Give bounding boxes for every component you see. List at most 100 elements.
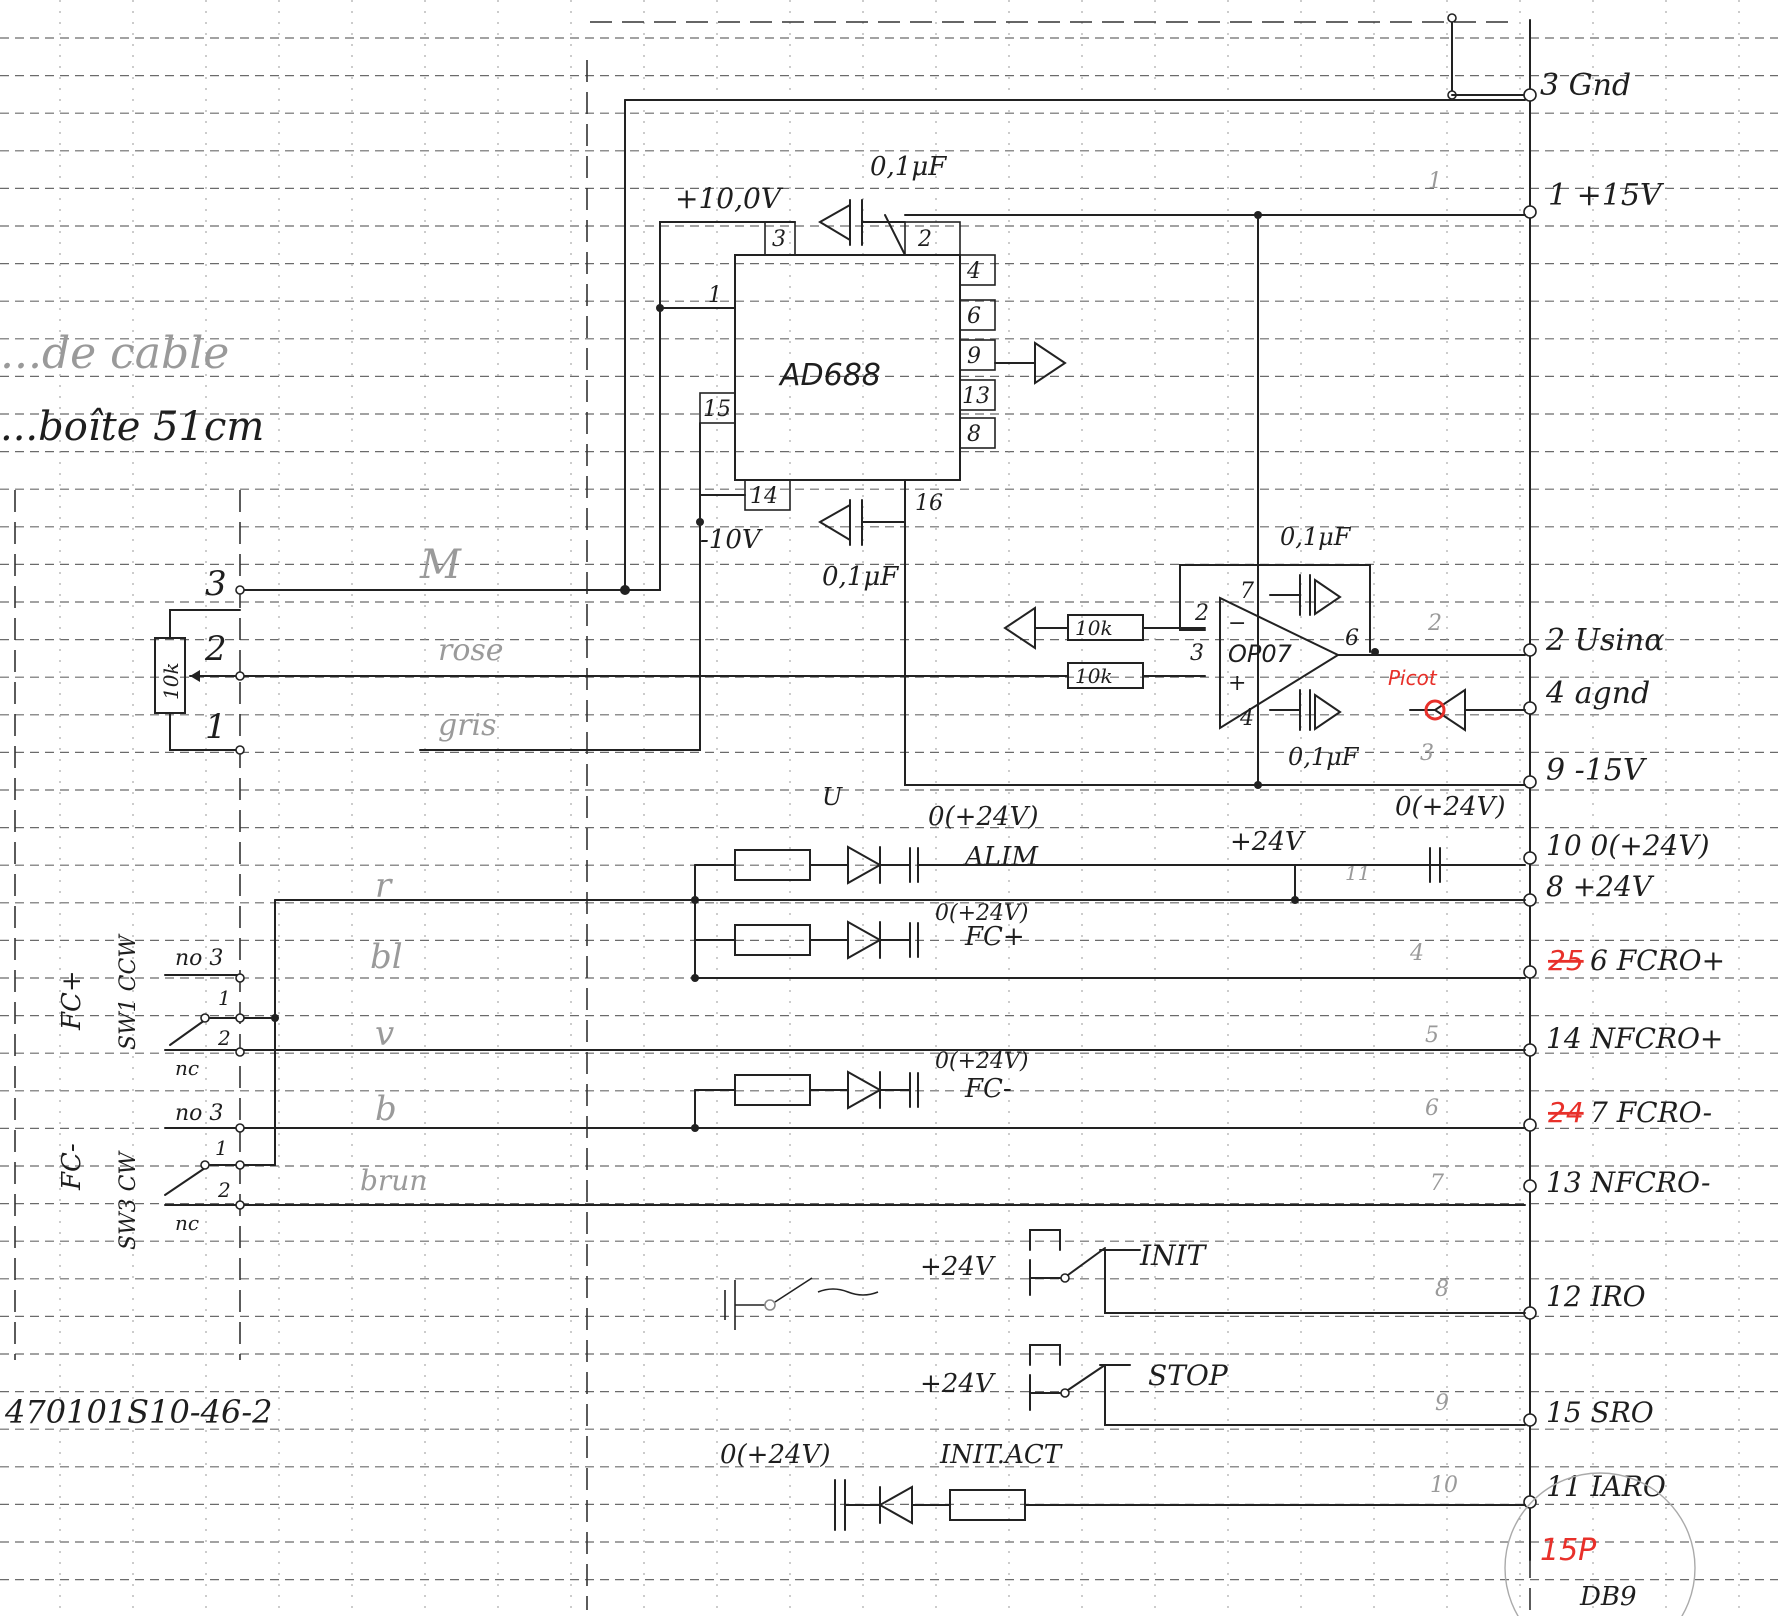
switch-fcplus-nc: nc [175,1056,199,1080]
connector-pin-3 [1523,88,1537,102]
led-fcminus-label: FC- [964,1074,1012,1104]
op07-amplifier: OP07 − + 2 3 7 6 4 0,1μF 0,1μF 10k 10k [236,214,1526,789]
ad688-pin: 4 [966,259,981,284]
connector-pin-15 [1523,1413,1537,1427]
wire-number: 8 [1435,1277,1449,1302]
op07-plus: + [1228,671,1246,696]
connector-pin-4 [1523,701,1537,715]
pot-pin: 2 [204,629,227,669]
ad688-pin: 6 [967,304,981,329]
ad688-pin: 8 [967,422,981,447]
op07-res1-label: 10k [1075,616,1113,640]
pushbutton-init-label: INIT [1139,1239,1208,1272]
wire-number: 4 [1409,941,1424,966]
connector-pin-2 [1523,643,1537,657]
pin-label-gnd: 3 Gnd [1540,68,1631,103]
wire-number: 7 [1430,1171,1444,1196]
wire-color-note: v [375,1014,394,1054]
cable-note-line1: ...de cable [0,328,229,379]
pin-struck-25: 25 [1548,944,1584,977]
pin-label-24v: 8 +24V [1546,870,1655,903]
ad688-pin: 15 [703,397,731,422]
pin-label-neg15v: 9 -15V [1546,753,1648,788]
pin-label-fcro-plus: 6 FCRO+ [1590,944,1725,977]
led-initact-label: INIT.ACT [939,1440,1063,1470]
ad688-pin: 2 [917,227,932,252]
cable-notes: ...de cable ...boîte 51cm [0,328,264,450]
pushbutton-init-supply: +24V [920,1252,996,1282]
pin-label-iaro: 11 IARO [1546,1470,1666,1503]
ad688-neg-supply-label: -10V [700,525,763,555]
wire-number: 9 [1435,1391,1449,1416]
ad688-cap-bottom-label: 0,1μF [822,562,899,592]
connector-red-note: 15P [1540,1533,1597,1568]
wire-color-note: rose [438,633,504,668]
connector-d-sub: 3 Gnd 1 +15V 2 Usinα 4 agnd 9 -15V 10 0(… [1447,13,1725,1616]
supply-cap-supply: 0(+24V) [1395,792,1505,822]
connector-pin-7 [1523,1118,1537,1132]
pin-label-nfcro-plus: 14 NFCRO+ [1546,1022,1723,1055]
connector-pin-1 [1523,205,1537,219]
led-section: U 0(+24V) ALIM +24V 0(+24V) [239,783,1526,1531]
cable-frame [14,20,1531,1610]
cable-note-line2: ...boîte 51cm [0,404,264,450]
led-fcminus-supply: 0(+24V) [935,1049,1028,1074]
pushbuttons: +24V INIT +24V STOP [724,1229,1526,1426]
pushbutton-stop-label: STOP [1148,1359,1229,1392]
connector-pin-11 [1523,1495,1537,1509]
wire-number: 2 [1427,611,1442,636]
pin-label-nfcro-minus: 13 NFCRO- [1546,1166,1710,1199]
pin-label-fcro-minus: 7 FCRO- [1590,1096,1712,1129]
op07-body [1219,596,1341,730]
wire-number: 3 [1420,741,1434,766]
led-fcplus-supply: 0(+24V) [935,901,1028,926]
switch-fcminus-ref: SW3 CW [116,1149,141,1250]
op07-res2-label: 10k [1075,664,1113,688]
switch-fcminus-c1: 1 [215,1136,228,1160]
ad688-pin: 3 [772,227,786,252]
switch-fcminus-name: FC- [57,1143,87,1191]
ad688-pin: 14 [750,484,778,509]
wire-number: 10 [1430,1473,1458,1498]
pot-pin: 1 [205,707,227,747]
op07-pin: 4 [1239,706,1254,731]
wire-color-note: r [375,866,393,906]
pin-label-iro: 12 IRO [1546,1280,1646,1313]
pencil-wire-numbers: 1 2 3 4 5 6 7 8 9 10 11 [1345,169,1458,1498]
supply-cap-label: +24V [1230,827,1306,857]
wire-color-note: gris [438,708,497,743]
wire-number: 5 [1425,1023,1439,1048]
op07-cap-top-label: 0,1μF [1280,523,1352,551]
switch-fcminus-nc: nc [175,1211,199,1235]
wire-number: 1 [1428,169,1442,194]
wire-color-note: brun [360,1164,427,1197]
op07-name: OP07 [1228,640,1293,668]
ad688-pin: 1 [708,283,722,308]
pin-struck-24: 24 [1548,1096,1584,1129]
connector-note: DB9 [1579,1582,1637,1612]
led-fcplus-label: FC+ [964,922,1025,952]
pin-label-10: 10 0(+24V) [1546,829,1710,862]
led-alim-label: ALIM [963,842,1039,872]
ad688-name: AD688 [778,358,881,393]
connector-pin-10 [1523,851,1537,865]
op07-pin: 6 [1345,626,1359,651]
pin-label-agnd: 4 agnd [1545,676,1650,711]
potentiometer-value: 10k [159,662,183,700]
ad688-pin: 9 [967,344,981,369]
switch-fcplus-ref: SW1 CCW [116,933,141,1050]
switch-fcplus-no: no 3 [175,946,223,971]
pin-label-sro: 15 SRO [1546,1396,1654,1429]
wire-color-notes: M rose gris r bl v b brun [360,542,504,1197]
v-mark: U [822,783,843,811]
connector-pin-13 [1523,1179,1537,1193]
switch-fcplus-name: FC+ [57,970,87,1031]
switch-fcminus-c2: 2 [217,1178,231,1202]
led-alim-supply: 0(+24V) [928,802,1038,832]
ad688-pin: 13 [962,384,990,409]
wire-color-note: bl [370,937,403,977]
pin-label-usin: 2 Usinα [1545,623,1664,658]
ad688-cap-top-label: 0,1μF [870,152,947,182]
